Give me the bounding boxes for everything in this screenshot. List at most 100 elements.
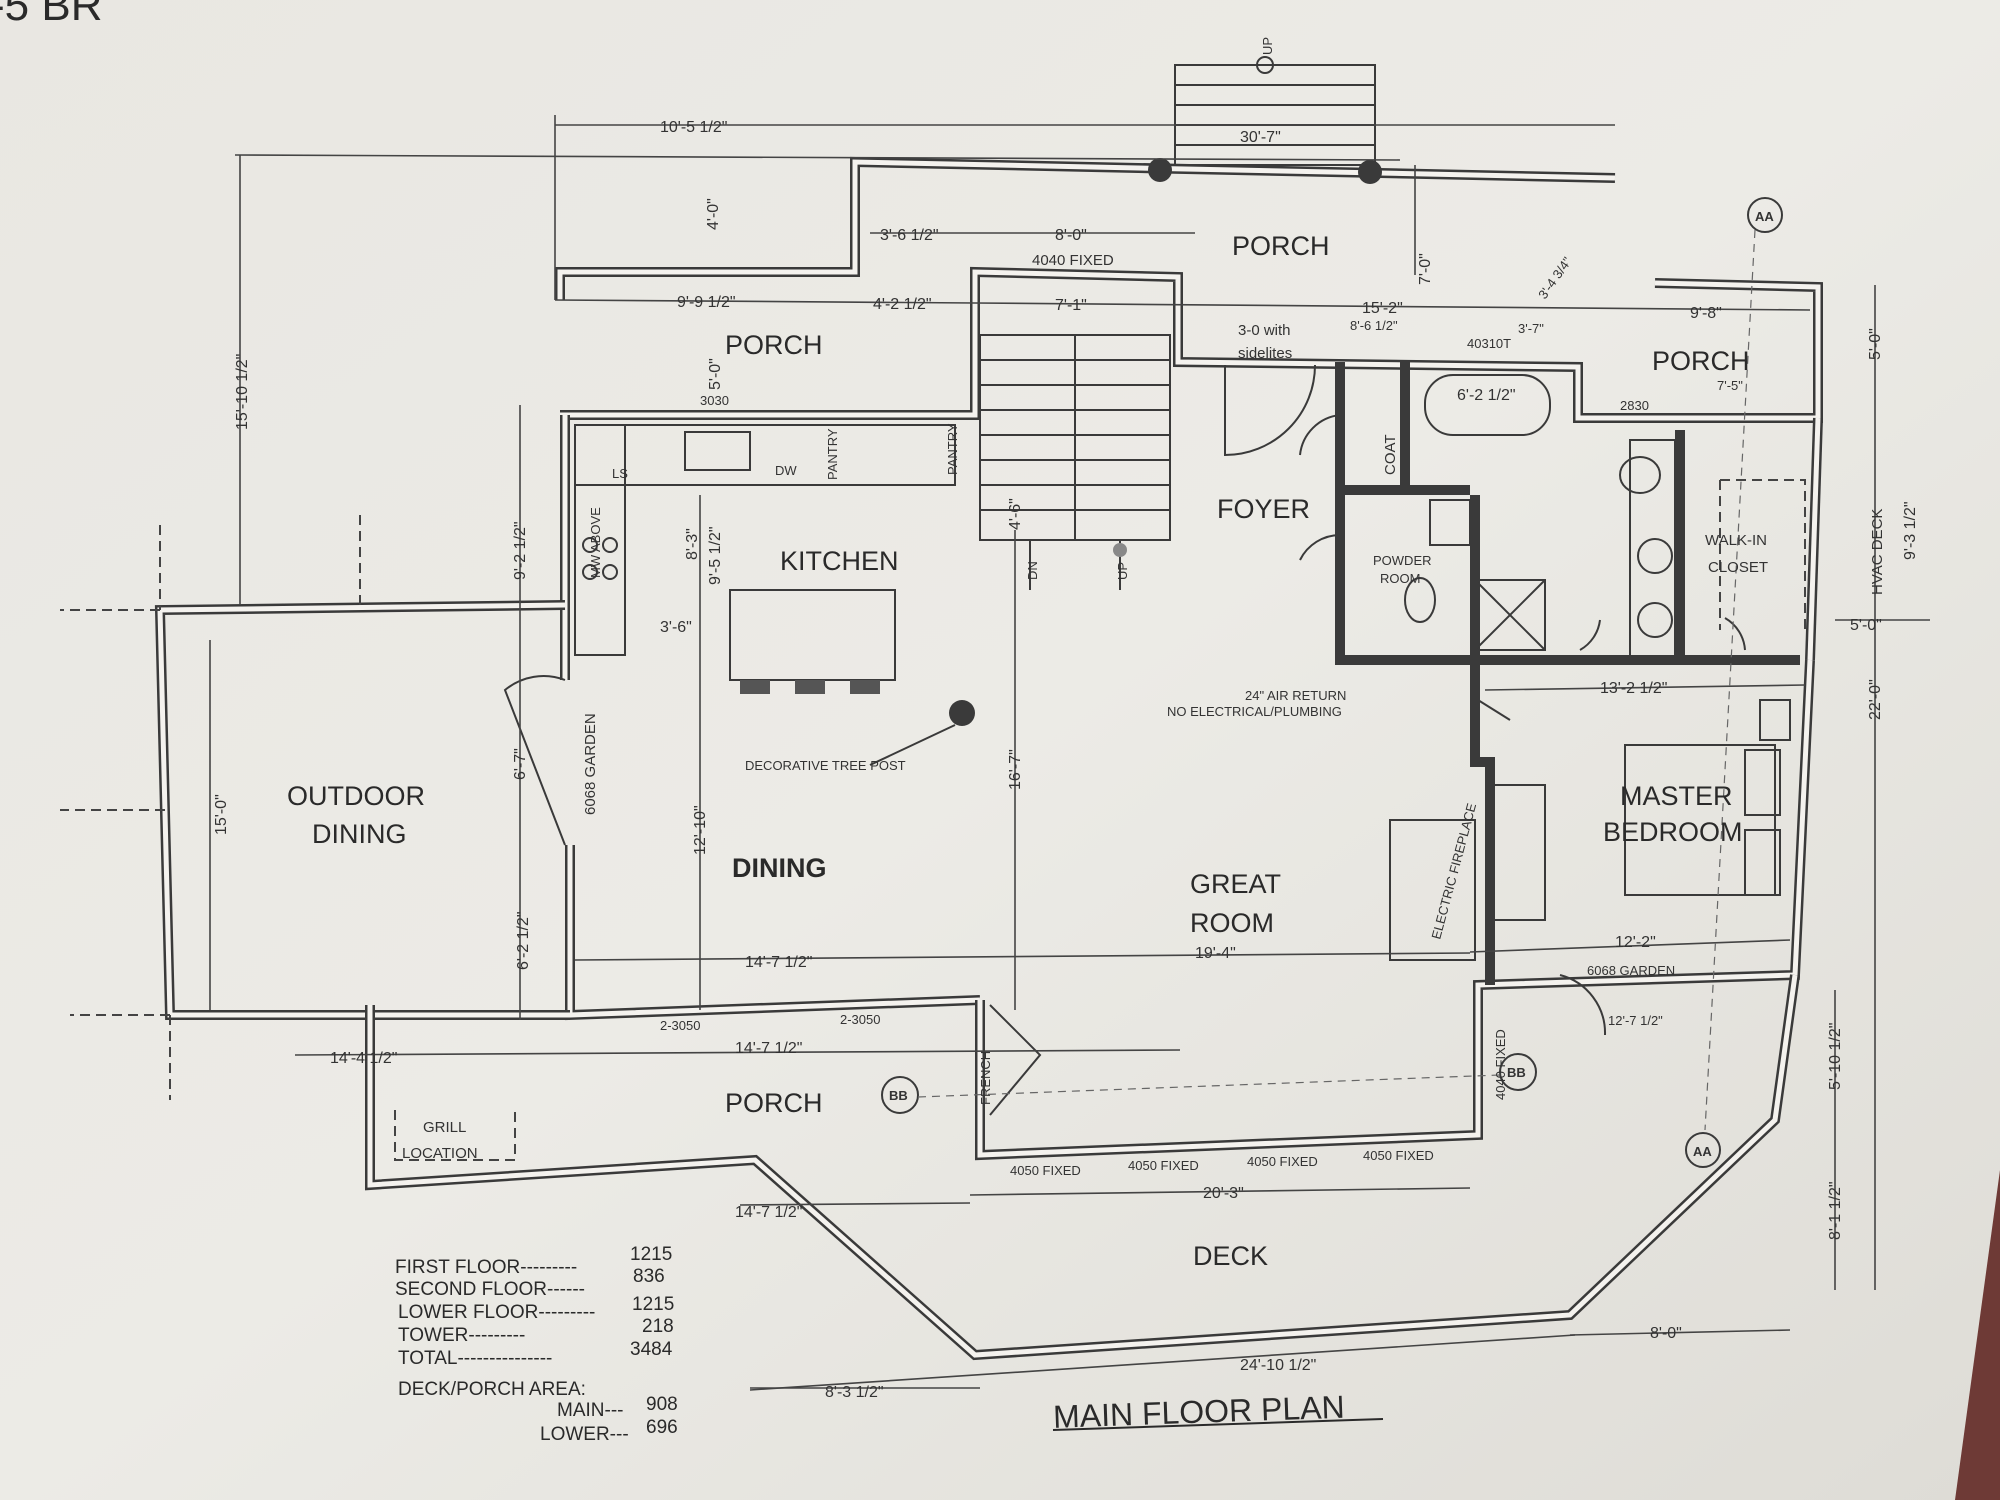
area-deck-value: 908	[646, 1394, 678, 1415]
dim-d46: 5'-0"	[707, 358, 724, 390]
corner-text: -5 BR	[0, 0, 102, 30]
note-dn-stair: DN	[1025, 561, 1040, 580]
dim-d11: 7'-1"	[1055, 297, 1087, 314]
dimension-lines	[209, 115, 1930, 1391]
note-fixed-4050-4: 4050 FIXED	[1363, 1148, 1434, 1163]
room-dining: DINING	[732, 853, 827, 883]
room-hvac-deck: HVAC DECK	[1869, 509, 1886, 595]
area-row-value: 3484	[630, 1339, 673, 1360]
area-deck-label: MAIN---	[557, 1400, 623, 1421]
dim-d13: 8'-6 1/2"	[1350, 318, 1398, 333]
dim-d9: 9'-9 1/2"	[677, 294, 736, 311]
dim-d22: 3'-6"	[660, 619, 692, 636]
bath-fixtures	[1404, 374, 1806, 661]
dim-d20: 8'-3"	[684, 528, 701, 560]
dim-d1: 10'-5 1/2"	[660, 119, 727, 136]
door-swings	[503, 364, 1746, 1116]
room-porch-top: PORCH	[1232, 231, 1330, 261]
room-coat: COAT	[1382, 434, 1399, 475]
dim-d41: 8'-1 1/2"	[1827, 1181, 1844, 1240]
note-win-2-3050-a: 2-3050	[660, 1018, 700, 1033]
note-garden-right: 6068 GARDEN	[1587, 963, 1675, 978]
room-foyer: FOYER	[1217, 494, 1310, 524]
note-win-2830: 2830	[1620, 398, 1649, 413]
room-porch-left: PORCH	[725, 330, 823, 360]
dim-d27: 6'-2 1/2"	[515, 911, 532, 970]
dim-d26: 15'-0"	[213, 794, 230, 835]
dim-d19: 9'-2 1/2"	[512, 521, 529, 580]
dim-d10: 4'-2 1/2"	[873, 296, 932, 313]
dim-d15: 9'-8"	[1690, 305, 1722, 322]
room-kitchen: KITCHEN	[780, 546, 899, 576]
room-master-2: BEDROOM	[1603, 817, 1743, 847]
dim-d18: 7'-5"	[1717, 378, 1743, 393]
dim-d7: 7'-0"	[1417, 253, 1434, 285]
dim-d36: 9'-3 1/2"	[1902, 501, 1919, 560]
note-fixed-4040: 4040 FIXED	[1032, 252, 1114, 269]
dim-d33: 12'-7 1/2"	[1608, 1013, 1663, 1028]
room-great-2: ROOM	[1190, 908, 1274, 938]
note-ls: LS	[612, 466, 628, 481]
room-deck: DECK	[1193, 1241, 1268, 1271]
dim-d21: 9'-5 1/2"	[707, 526, 724, 585]
note-sidelites-2: sidelites	[1238, 345, 1292, 362]
room-porch-bottom: PORCH	[725, 1088, 823, 1118]
room-outdoor-dining-1: OUTDOOR	[287, 781, 425, 811]
note-tree-post: DECORATIVE TREE POST	[745, 758, 906, 773]
master-furniture	[1389, 699, 1791, 961]
area-row-label: FIRST FLOOR---------	[395, 1257, 577, 1278]
dim-d12: 15'-2"	[1362, 300, 1403, 317]
note-fixed-4040-side: 4040 FIXED	[1493, 1029, 1508, 1100]
dim-d29: 19'-4"	[1195, 945, 1236, 962]
dim-d42: 8'-0"	[1650, 1325, 1682, 1342]
dim-d37: 5'-0"	[1850, 617, 1882, 634]
area-row-label: LOWER FLOOR---------	[398, 1302, 595, 1323]
area-row-value: 1215	[632, 1294, 674, 1315]
note-pantry-1: PANTRY	[825, 428, 840, 480]
room-powder-2: ROOM	[1380, 571, 1420, 586]
area-deck-value: 696	[646, 1417, 678, 1438]
kitchen-fixtures	[574, 424, 975, 766]
note-sidelites-1: 3-0 with	[1238, 322, 1291, 339]
area-deck-heading: DECK/PORCH AREA:	[398, 1379, 586, 1400]
note-air-return-2: NO ELECTRICAL/PLUMBING	[1167, 704, 1342, 719]
dim-d3: 15'-10 1/2"	[234, 354, 251, 430]
dim-d44: 8'-3 1/2"	[825, 1384, 884, 1401]
dim-d24: 16'-7"	[1007, 749, 1024, 790]
deck-outline	[365, 974, 1800, 1361]
dim-d38: 5'-10 1/2"	[1827, 1023, 1844, 1090]
area-row-label: SECOND FLOOR------	[395, 1279, 585, 1300]
dim-d30: 12'-2"	[1615, 934, 1656, 951]
area-row-value: 1215	[630, 1244, 672, 1265]
dim-d32: 14'-7 1/2"	[735, 1040, 802, 1057]
area-row-label: TOTAL---------------	[398, 1348, 552, 1369]
dim-d6: 8'-0"	[1055, 227, 1087, 244]
dim-d28: 14'-7 1/2"	[745, 954, 812, 971]
room-grill-1: GRILL	[423, 1119, 466, 1136]
dim-d35: 22'-0"	[1867, 679, 1884, 720]
dim-d34: 13'-2 1/2"	[1600, 680, 1667, 697]
note-fixed-40310t: 40310T	[1467, 336, 1511, 351]
room-walkin-1: WALK-IN	[1705, 532, 1767, 549]
note-pantry-2: PANTRY	[945, 423, 960, 475]
dim-d2: 30'-7"	[1240, 129, 1281, 146]
dim-d5: 3'-6 1/2"	[880, 227, 939, 244]
note-dw: DW	[775, 463, 797, 478]
note-fixed-4050-3: 4050 FIXED	[1247, 1154, 1318, 1169]
interior-stairs	[979, 334, 1171, 590]
note-win-2-3050-b: 2-3050	[840, 1012, 880, 1027]
room-porch-right: PORCH	[1652, 346, 1750, 376]
room-powder-1: POWDER	[1373, 553, 1432, 568]
room-walkin-2: CLOSET	[1708, 559, 1768, 576]
area-deck-label: LOWER---	[540, 1424, 629, 1445]
note-french: FRENCH	[978, 1051, 993, 1105]
area-table: FIRST FLOOR--------- 1215 SECOND FLOOR--…	[395, 1244, 678, 1445]
note-win-3030: 3030	[700, 393, 729, 408]
area-row-label: TOWER---------	[398, 1325, 525, 1346]
dim-d31: 14'-4 1/2"	[330, 1050, 397, 1067]
dim-d40: 14'-7 1/2"	[735, 1204, 802, 1221]
dim-d43: 24'-10 1/2"	[1240, 1357, 1316, 1374]
section-bb-right-label: BB	[1507, 1065, 1526, 1080]
